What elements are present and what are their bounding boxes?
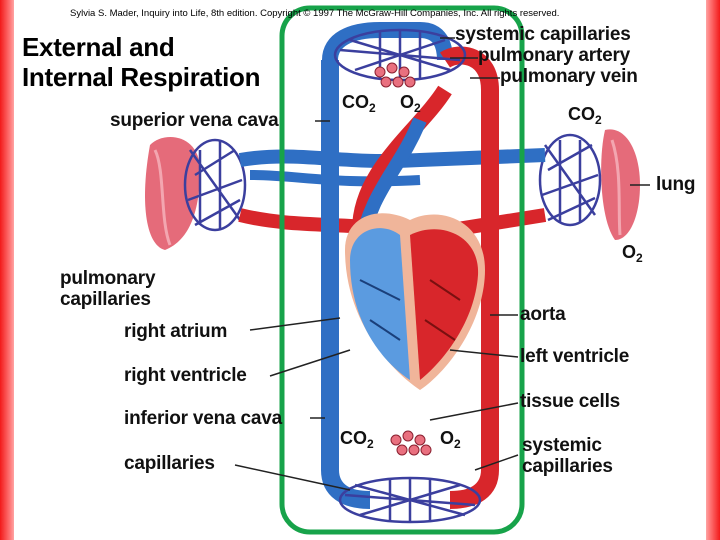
pulmonary-capillaries-right: [538, 133, 602, 227]
label-inferior-vena-cava: inferior vena cava: [124, 408, 282, 429]
gas-o2-top: O2: [400, 92, 421, 115]
label-left-ventricle: left ventricle: [520, 346, 630, 367]
pulmonary-capillaries-left: [183, 138, 247, 232]
copyright-notice: Sylvia S. Mader, Inquiry into Life, 8th …: [70, 8, 560, 19]
tissue-cells-top: [374, 62, 416, 88]
label-capillaries: capillaries: [124, 453, 215, 474]
heart: [345, 213, 485, 390]
label-systemic-capillaries-top: systemic capillaries: [455, 24, 631, 45]
label-systemic-capillaries-bottom-1: systemic: [522, 435, 602, 456]
label-pulmonary-vein: pulmonary vein: [500, 66, 638, 87]
label-pulmonary-artery: pulmonary artery: [478, 45, 631, 66]
left-lung: [145, 137, 200, 250]
right-lung: [601, 129, 640, 240]
label-pulmonary-capillaries-1: pulmonary: [60, 268, 156, 289]
gas-co2-top: CO2: [342, 92, 376, 115]
label-right-atrium: right atrium: [124, 321, 228, 342]
label-systemic-capillaries-bottom-2: capillaries: [522, 456, 613, 477]
label-superior-vena-cava: superior vena cava: [110, 110, 279, 131]
label-tissue-cells: tissue cells: [520, 391, 621, 412]
tissue-cells-bottom: [390, 430, 432, 456]
label-pulmonary-capillaries-2: capillaries: [60, 289, 151, 310]
title-line-1: External and: [22, 32, 175, 62]
label-right-ventricle: right ventricle: [124, 365, 247, 386]
highlight-box: [279, 5, 525, 535]
gas-co2-lung: CO2: [568, 104, 602, 127]
label-aorta: aorta: [520, 304, 566, 325]
gas-o2-lung: O2: [622, 242, 643, 265]
label-lung: lung: [656, 174, 696, 195]
gas-co2-bottom: CO2: [340, 428, 374, 451]
leader-lines: [234, 37, 650, 491]
systemic-capillaries-bottom: [338, 476, 482, 524]
gas-o2-bottom: O2: [440, 428, 461, 451]
title-line-2: Internal Respiration: [22, 62, 261, 92]
